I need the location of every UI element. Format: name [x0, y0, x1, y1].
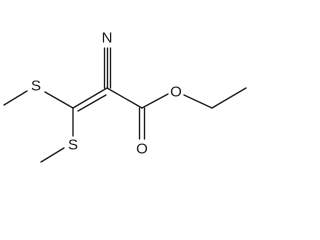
ch2-ch3-bond: [211, 87, 247, 109]
structure-diagram: N S S O O: [3, 30, 247, 163]
s-methyl-lower-bond: [40, 147, 65, 163]
alpha-to-ester-bond: [106, 87, 143, 109]
s-methyl-upper-bond: [3, 90, 28, 106]
o-ch2-bond: [183, 94, 213, 109]
alkene-bond-inner: [77, 94, 107, 112]
sulfur-lower-label: S: [68, 137, 78, 154]
atom-label-group: N S S O O: [31, 30, 182, 158]
oxygen-ester-label: O: [170, 84, 182, 101]
alkene-bond-outer: [72, 87, 108, 109]
oxygen-carbonyl-label: O: [136, 141, 148, 158]
ester-c-o-bond: [141, 93, 169, 109]
nitrogen-label: N: [102, 30, 113, 47]
bond-group: [3, 47, 247, 163]
c-s-upper-bond: [44, 91, 74, 109]
sulfur-upper-label: S: [31, 78, 41, 95]
